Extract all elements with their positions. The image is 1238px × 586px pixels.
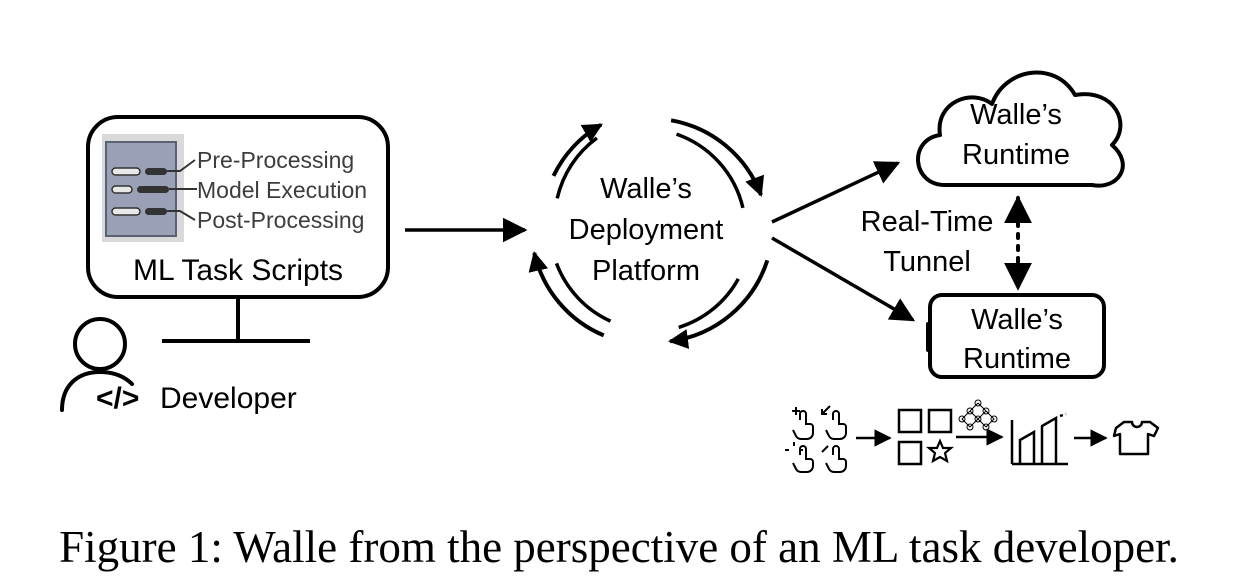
script-document-icon	[102, 134, 184, 242]
cloud-runtime: Walle’s Runtime	[916, 70, 1125, 188]
script-item-pre-processing: Pre-Processing	[197, 147, 354, 173]
cycle-arc-4	[528, 251, 605, 338]
figure-caption: Figure 1: Walle from the perspective of …	[59, 522, 1179, 572]
cycle-arc-2	[670, 118, 765, 197]
platform-label-line-2: Deployment	[569, 214, 724, 246]
device-runtime: Walle’s Runtime	[926, 293, 1106, 379]
device-runtime-line-1: Walle’s	[971, 304, 1063, 336]
developer-label: Developer	[160, 382, 297, 415]
cycle-arc-1	[551, 122, 603, 177]
cycle-inner-arc-1	[555, 136, 598, 199]
cloud-icon	[916, 70, 1125, 188]
arrow-platform-to-cloud	[771, 161, 901, 224]
phone-button	[926, 322, 932, 352]
connector-pre	[167, 159, 196, 172]
tunnel-label-line-2: Tunnel	[883, 246, 971, 278]
developer-person-icon: </> Developer	[60, 317, 297, 415]
bar-chart-icon	[1010, 412, 1068, 466]
deployment-cycle: Walle’s Deployment Platform	[528, 118, 770, 349]
platform-label-line-1: Walle’s	[600, 173, 692, 205]
monitor-title: ML Task Scripts	[133, 254, 343, 287]
pipeline-icons	[785, 399, 1160, 473]
cycle-inner-arc-4	[554, 262, 612, 323]
grid-icon	[897, 408, 953, 466]
script-item-post-processing: Post-Processing	[197, 207, 364, 233]
arrow-platform-to-device	[771, 236, 916, 322]
developer-monitor: Pre-Processing Model Execution Post-Proc…	[86, 115, 390, 343]
star-icon	[925, 438, 955, 464]
person-head	[73, 317, 127, 371]
device-runtime-line-2: Runtime	[963, 343, 1071, 375]
platform-label-line-3: Platform	[592, 255, 700, 287]
code-icon: </>	[96, 382, 139, 415]
hand-gesture-icon	[785, 405, 847, 473]
cycle-inner-arc-3	[678, 278, 740, 330]
tshirt-icon	[1112, 420, 1160, 456]
cycle-arc-3	[668, 259, 770, 349]
neural-network-icon	[958, 399, 998, 431]
person-shoulders	[60, 369, 134, 412]
tunnel-label-line-1: Real-Time	[861, 206, 994, 238]
cloud-runtime-line-1: Walle’s	[970, 99, 1062, 131]
cloud-runtime-line-2: Runtime	[962, 139, 1070, 171]
cycle-inner-arc-2	[675, 132, 745, 209]
script-item-model-execution: Model Execution	[197, 177, 367, 203]
connector-post	[167, 210, 196, 221]
